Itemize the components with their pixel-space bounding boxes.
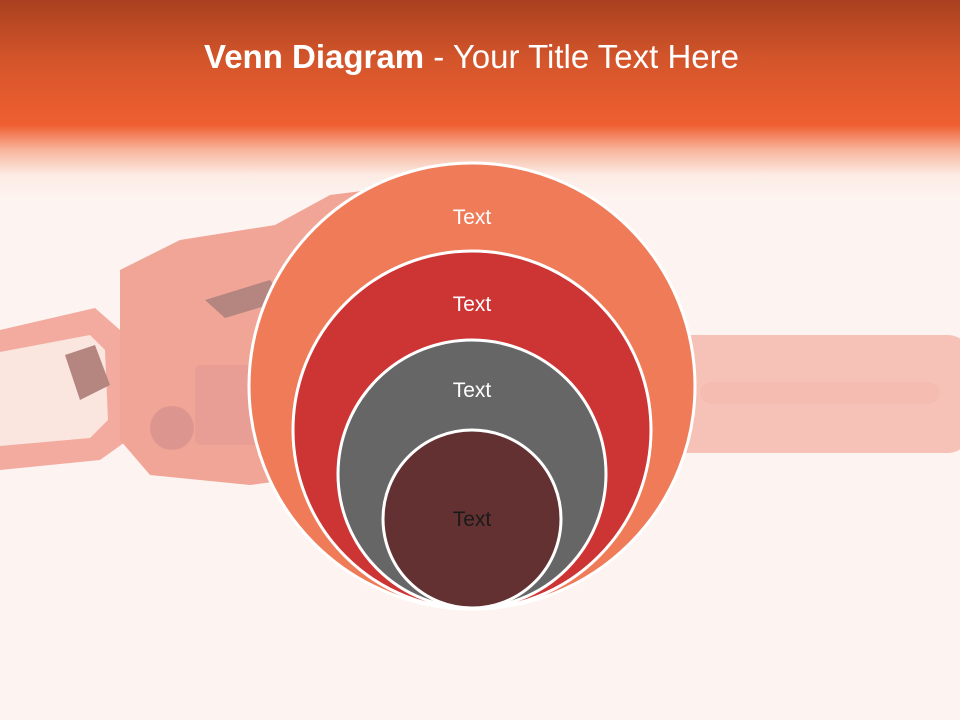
venn-circle-inner [381,428,563,610]
venn-label-third: Text [453,379,492,402]
slide-title: Venn Diagram - Your Title Text Here [0,38,943,76]
slide-title-rest: - Your Title Text Here [424,38,739,75]
venn-label-outer: Text [453,206,492,229]
venn-label-second: Text [453,293,492,316]
venn-label-inner: Text [453,508,492,531]
slide-title-bold: Venn Diagram [204,38,425,75]
